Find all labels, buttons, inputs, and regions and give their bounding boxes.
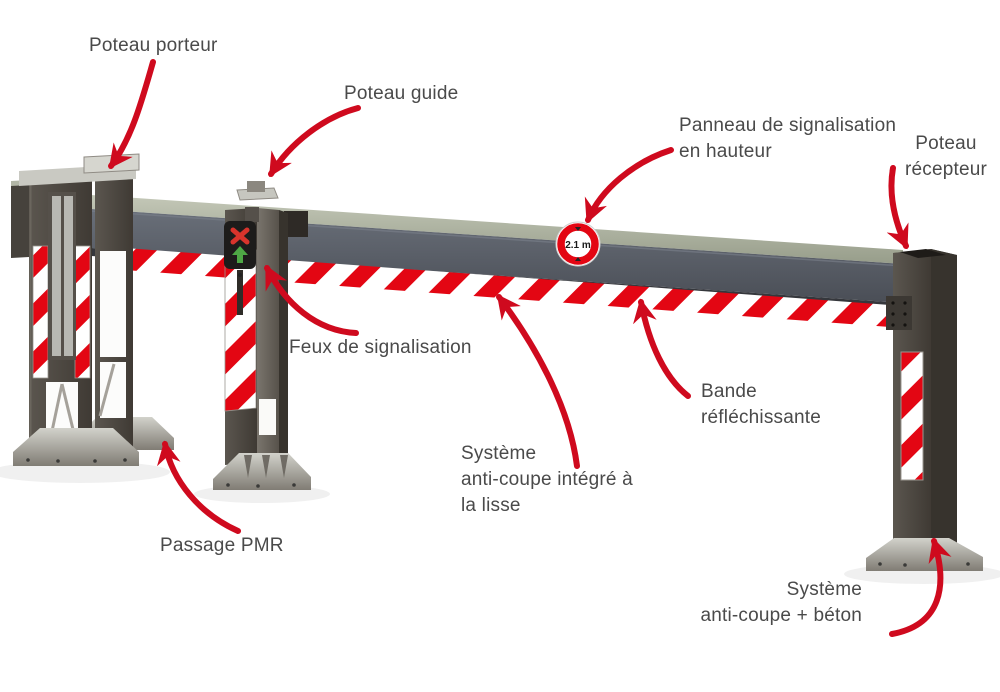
label-text: Panneau de signalisation — [679, 115, 897, 136]
arrow-feux-signalisation — [264, 264, 359, 336]
arrow-passage-pmr — [157, 440, 241, 534]
arrow-poteau-guide — [268, 105, 361, 178]
label-text: réfléchissante — [701, 407, 822, 428]
guide-post-base-bolts — [226, 483, 296, 488]
label-text: anti-coupe + béton — [700, 605, 862, 626]
label-poteau-recepteur: Poteau récepteur — [898, 131, 994, 183]
traffic-light-housing — [224, 221, 256, 269]
sign-top-mark — [575, 227, 581, 231]
traffic-light — [224, 207, 259, 315]
guide-post-base-gussets — [244, 455, 288, 478]
sign-bottom-mark — [575, 257, 581, 261]
left-post-front-base — [13, 428, 139, 466]
label-poteau-guide: Poteau guide — [344, 81, 458, 107]
poteau-recepteur-structure — [866, 249, 983, 571]
green-arrow-light-icon — [232, 246, 248, 263]
arrow-systeme-anticoupe-lisse — [496, 294, 580, 469]
shadow-left-post — [0, 461, 170, 483]
red-cross-light-icon — [230, 227, 250, 245]
arrow-poteau-porteur — [108, 59, 156, 169]
label-text: Système — [461, 443, 537, 464]
arrow-systeme-anticoupe-beton — [889, 537, 952, 637]
traffic-light-bolt — [238, 273, 242, 277]
beam-end-cap — [11, 185, 29, 258]
label-systeme-anticoupe-beton: Système anti-coupe + béton — [640, 577, 862, 629]
beam-top-flange — [18, 190, 903, 264]
label-passage-pmr: Passage PMR — [160, 533, 284, 559]
left-post-reflective-strip-left — [32, 245, 49, 379]
left-post-reflective-strip-right — [74, 245, 91, 379]
label-text: récepteur — [904, 159, 988, 180]
label-text: Passage PMR — [160, 535, 284, 556]
left-post-back-window-upper — [100, 251, 126, 357]
label-text: en hauteur — [679, 141, 772, 162]
label-text: Poteau guide — [344, 83, 459, 104]
traffic-light-bracket — [245, 207, 259, 222]
label-text: Système — [786, 579, 862, 600]
poteau-porteur-structure — [13, 153, 174, 466]
traffic-light-pole — [237, 270, 243, 315]
guide-post-side-face — [279, 210, 288, 460]
label-text: la lisse — [461, 495, 521, 516]
right-post-side-face — [931, 249, 957, 560]
label-poteau-porteur: Poteau porteur — [89, 33, 218, 59]
arrow-panneau-signalisation — [584, 147, 674, 224]
height-limit-sign: 2.1 m — [555, 221, 601, 267]
left-post-base-bolts — [26, 458, 127, 463]
label-systeme-anticoupe-lisse: Système anti-coupe intégré à la lisse — [461, 441, 633, 519]
left-post-back-brace — [98, 363, 116, 417]
label-feux-signalisation: Feux de signalisation — [289, 335, 472, 361]
right-post-hollow-top — [900, 249, 946, 258]
label-text: Feux de signalisation — [289, 337, 472, 358]
right-post-bracket-bolts — [891, 301, 907, 327]
reflective-band — [98, 246, 903, 328]
label-text: anti-coupe intégré à — [461, 469, 633, 490]
label-panneau-signalisation: Panneau de signalisation en hauteur — [679, 113, 896, 165]
right-post-base-plate — [866, 538, 983, 571]
left-post-slot-panel-2 — [64, 196, 73, 356]
arrow-bande-reflechissante — [633, 298, 691, 399]
sign-height-text: 2.1 m — [565, 240, 591, 251]
label-bande-reflechissante: Bande réfléchissante — [701, 379, 821, 431]
label-text: Bande — [701, 381, 757, 402]
beam-highlight-line — [17, 205, 904, 267]
right-post-bracket — [886, 296, 912, 330]
label-text: Poteau — [915, 133, 977, 154]
guide-post-cap-block — [247, 181, 265, 192]
guide-post-window — [259, 399, 276, 435]
right-post-reflective-strip — [900, 351, 924, 481]
left-post-slot-panel-1 — [52, 196, 61, 356]
label-text: Poteau porteur — [89, 35, 218, 56]
arrow-poteau-recepteur — [886, 165, 909, 250]
callout-arrows — [108, 59, 952, 637]
